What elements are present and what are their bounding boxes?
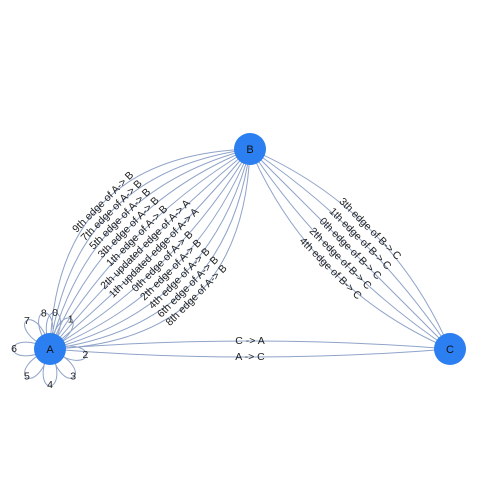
nodes-layer: A B C [34,133,466,365]
a-b-edge [49,148,251,350]
node-label: A [46,344,54,356]
node-c[interactable]: C [434,333,466,365]
a-c-edge [49,348,451,358]
b-c-edge [249,148,451,350]
b-c-edge [249,148,451,350]
a-self-loop-label: 3 [70,370,76,382]
a-self-loop-label: 4 [47,379,53,391]
a-self-loop-label: 6 [11,343,17,355]
a-b-edge [49,148,251,350]
a-b-edge [49,148,251,350]
a-b-edge [49,148,251,350]
a-b-edge [49,148,251,350]
node-a[interactable]: A [34,333,66,365]
b-c-edge [249,148,451,350]
a-b-edge [49,148,251,350]
a-c-edge-label: C -> A [235,335,264,347]
a-self-loop-label: 0 [52,307,58,319]
a-b-edge [49,148,251,350]
node-label: B [246,144,253,156]
node-circle[interactable] [234,133,266,165]
b-c-edge [249,148,451,350]
a-c-edge-label: A -> C [235,351,265,363]
a-b-edge [49,148,251,350]
a-self-loop-label: 1 [68,313,74,325]
node-circle[interactable] [434,333,466,365]
a-self-loop-label: 7 [24,315,30,327]
b-c-edge [249,148,451,350]
a-b-edge [49,148,251,350]
a-b-edge [49,148,251,350]
node-b[interactable]: B [234,133,266,165]
a-self-loop-label: 8 [41,307,47,319]
node-label: C [446,344,454,356]
node-circle[interactable] [34,333,66,365]
a-self-loop-label: 2 [83,349,89,361]
a-c-edge [49,340,451,350]
a-self-loop-label: 5 [24,370,30,382]
